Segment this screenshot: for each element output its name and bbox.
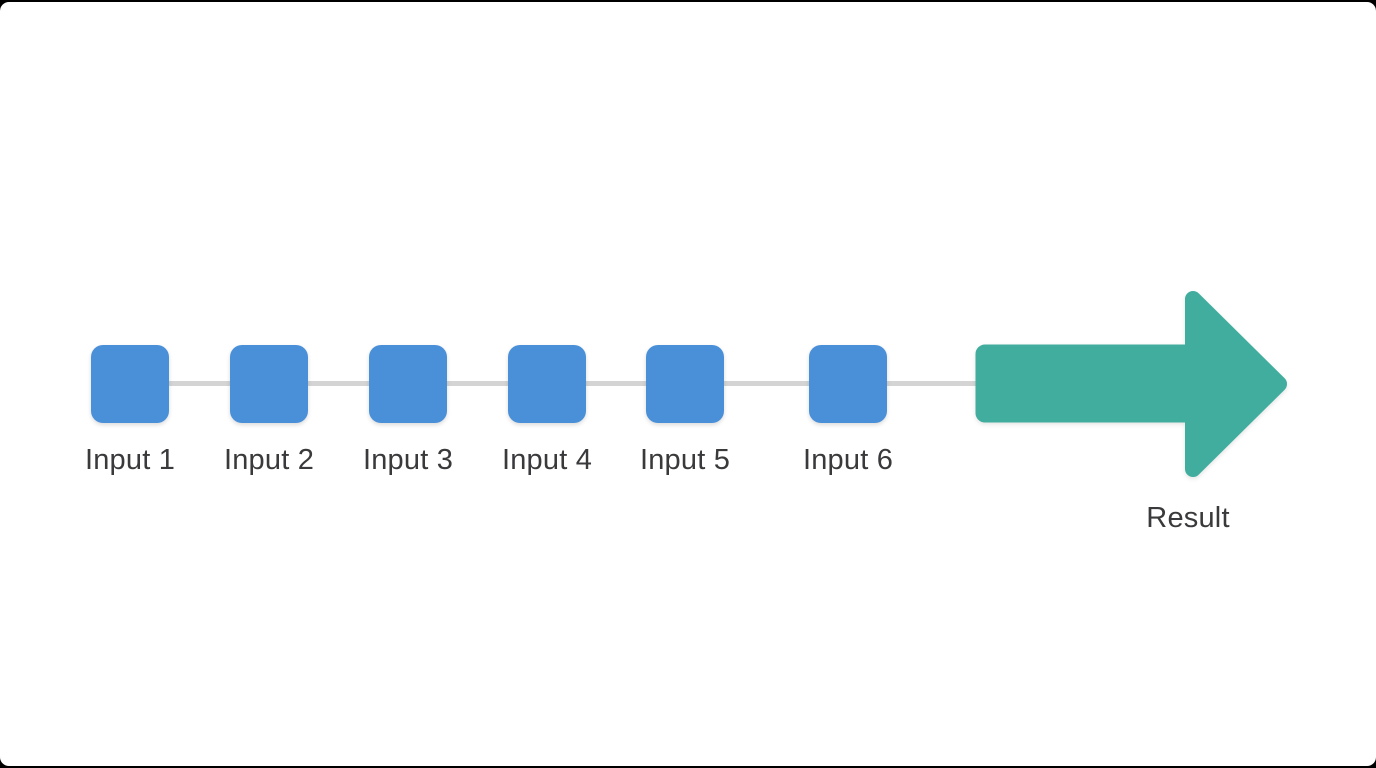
- input-square-icon: [508, 345, 586, 423]
- input-square-icon: [809, 345, 887, 423]
- input-square-icon: [646, 345, 724, 423]
- input-node-label: Input 4: [501, 444, 593, 476]
- input-node-label: Input 5: [639, 444, 731, 476]
- input-node-label: Input 2: [223, 444, 315, 476]
- input-square-icon: [91, 345, 169, 423]
- input-square-icon: [369, 345, 447, 423]
- input-node-3: Input 3: [338, 345, 478, 477]
- input-node-6: Input 6: [778, 345, 918, 477]
- input-node-label: Input 3: [362, 444, 454, 476]
- input-square-icon: [230, 345, 308, 423]
- input-node-label: Input 6: [802, 444, 894, 476]
- result-label: Result: [1146, 502, 1230, 534]
- input-node-label: Input 1: [84, 444, 176, 476]
- result-arrow-icon: [974, 289, 1288, 479]
- input-node-2: Input 2: [199, 345, 339, 477]
- input-node-1: Input 1: [60, 345, 200, 477]
- input-node-4: Input 4: [477, 345, 617, 477]
- input-node-5: Input 5: [615, 345, 755, 477]
